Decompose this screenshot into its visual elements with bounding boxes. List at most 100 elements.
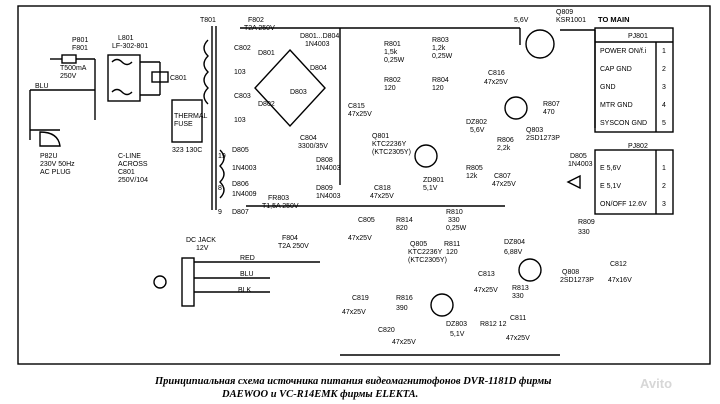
c820-label: C820 — [378, 327, 395, 334]
fuse-voltage-label: 250V — [60, 73, 77, 80]
r809-label: R809 — [578, 219, 595, 226]
zd801-label: ZD801 — [423, 177, 444, 184]
plug-p2u-label: P82U — [40, 153, 58, 160]
q801b-label: (KTC2305Y) — [372, 149, 411, 156]
dz803-label: DZ803 — [446, 321, 467, 328]
r811v-label: 120 — [446, 249, 458, 256]
q808-label: Q808 — [562, 269, 579, 276]
c811v-label: 47x25V — [506, 335, 530, 342]
c811-label: C811 — [510, 315, 526, 322]
r813v-label: 330 — [512, 293, 524, 300]
dc-jack-label: DC JACK — [186, 237, 216, 244]
pin-label: E 5,6V — [600, 165, 621, 172]
transistor-q805 — [430, 293, 454, 317]
across-label: ACROSS — [118, 161, 148, 168]
r816-label: R816 — [396, 295, 413, 302]
r801v-label: 1,5k — [384, 49, 398, 56]
r807v-label: 470 — [543, 109, 555, 116]
transistor-q809 — [525, 29, 555, 59]
d805t-label: 1N4003 — [568, 161, 593, 168]
pin-number: 1 — [662, 48, 666, 55]
c804-label: C804 — [300, 135, 317, 142]
f802-label: F802 — [248, 17, 264, 24]
r803w-label: 0,25W — [432, 53, 453, 60]
c804v-label: 3300/35V — [298, 143, 328, 150]
transistor-q808 — [518, 258, 542, 282]
dz804v-label: 6,88V — [504, 249, 523, 256]
blu-wire-label: BLU — [240, 271, 254, 278]
q803-label: Q803 — [526, 127, 543, 134]
avito-watermark: Avito — [640, 376, 672, 391]
c815-label: C815 — [348, 103, 365, 110]
q803t-label: 2SD1273P — [526, 135, 560, 142]
pin-number: 5 — [662, 120, 666, 127]
c807-label: C807 — [494, 173, 511, 180]
c807v-label: 47x25V — [492, 181, 516, 188]
connector-pj801 — [594, 27, 674, 133]
r814-label: R814 — [396, 217, 413, 224]
r814v-label: 820 — [396, 225, 408, 232]
pin-number: 2 — [662, 183, 666, 190]
in4003a-label: 1N4003 — [305, 41, 330, 48]
blu-label: BLU — [35, 83, 49, 90]
q805-label: Q805 — [410, 241, 427, 248]
p801-label: P801 — [72, 37, 88, 44]
in4003b-label: 1N4003 — [232, 165, 257, 172]
pin-number: 3 — [662, 201, 666, 208]
pin-label: ON/OFF 12.6V — [600, 201, 647, 208]
schematic-frame — [17, 5, 711, 365]
c-line-label: C-LINE — [118, 153, 141, 160]
plug-rating-label: 230V 50Hz — [40, 161, 75, 168]
t801-label: T801 — [200, 17, 216, 24]
c812-label: C812 — [610, 261, 627, 268]
c805v-label: 47x25V — [348, 235, 372, 242]
q801a-label: KTC2236Y — [372, 141, 407, 148]
q805a-label: KTC2236Y — [408, 249, 443, 256]
pin-number: 3 — [662, 84, 666, 91]
fuse-rating-label: T500mA — [60, 65, 87, 72]
capacitor-c801 — [151, 71, 169, 83]
r802-label: R802 — [384, 77, 401, 84]
q808t-label: 2SD1273P — [560, 277, 594, 284]
c813-label: C813 — [478, 271, 495, 278]
r803-label: R803 — [432, 37, 449, 44]
c818-label: C818 — [374, 185, 391, 192]
transistor-q803 — [504, 96, 528, 120]
r806v-label: 2,2k — [497, 145, 511, 152]
f801-label: F801 — [72, 45, 88, 52]
v5-label: 5,6V — [514, 17, 529, 24]
in4003c-label: 1N4009 — [232, 191, 257, 198]
connector-pj802 — [594, 149, 674, 215]
q809t-label: KSR1001 — [556, 17, 586, 24]
pin-label: GND — [600, 84, 616, 91]
pin-number: 2 — [662, 66, 666, 73]
r810-label: R810 — [446, 209, 463, 216]
dc-jack — [181, 257, 195, 307]
r805-label: R805 — [466, 165, 483, 172]
d805b-label: D805 — [232, 147, 249, 154]
r804-label: R804 — [432, 77, 449, 84]
r813-label: R813 — [512, 285, 529, 292]
q805b-label: (KTC2305Y) — [408, 257, 447, 264]
caption-line-2: DAEWOO и VC-R14EMK фирмы ELEKTA. — [221, 389, 418, 400]
thermal-fuse — [171, 99, 203, 143]
c816-label: C816 — [488, 70, 505, 77]
d808-label: D808 — [316, 157, 333, 164]
pin-number: 4 — [662, 102, 666, 109]
l801-label: L801 — [118, 35, 134, 42]
pin-label: CAP GND — [600, 66, 632, 73]
diode-d805 — [566, 174, 581, 190]
zd801v-label: 5,1V — [423, 185, 438, 192]
r806-label: R806 — [497, 137, 514, 144]
c103a-label: 103 — [234, 69, 246, 76]
r810v-label: 330 — [448, 217, 460, 224]
v12-label: 12V — [196, 245, 209, 252]
r804v-label: 120 — [432, 85, 444, 92]
d805-label: D805 — [570, 153, 587, 160]
c815v-label: 47x25V — [348, 111, 372, 118]
pin-label: SYSCON GND — [600, 120, 647, 127]
fuse-f801 — [61, 54, 77, 64]
